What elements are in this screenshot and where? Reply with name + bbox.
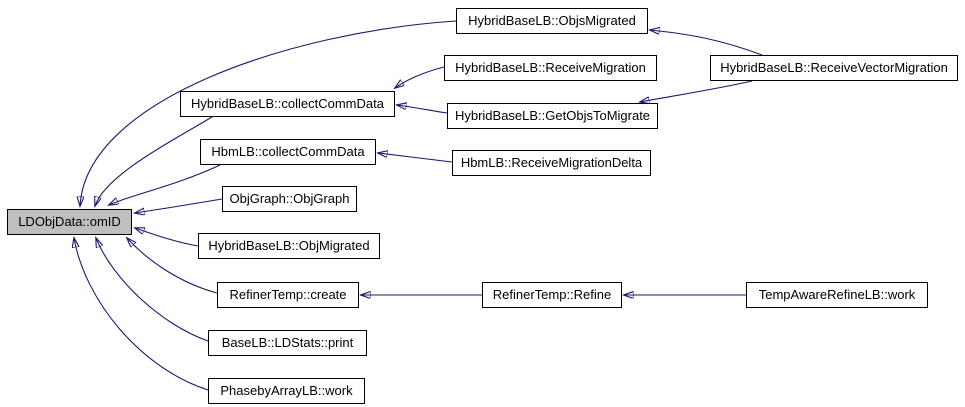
node-hbmlb-collectcommdata[interactable]: HbmLB::collectCommData	[200, 139, 376, 165]
node-hybridbaselb-objsmigrated[interactable]: HybridBaseLB::ObjsMigrated	[456, 8, 648, 34]
edge-hbmcollect-to-omid	[109, 164, 221, 205]
node-hybridbaselb-collectcommdata[interactable]: HybridBaseLB::collectCommData	[180, 91, 395, 117]
node-hybridbaselb-receivevectormigration[interactable]: HybridBaseLB::ReceiveVectorMigration	[710, 55, 958, 81]
node-hbmlb-receivemigrationdelta[interactable]: HbmLB::ReceiveMigrationDelta	[452, 150, 651, 176]
edge-delta-to-hbmcollect	[378, 153, 453, 163]
edge-getobjs-to-hybridcollect	[397, 105, 448, 114]
node-refinertemp-create[interactable]: RefinerTemp::create	[217, 282, 359, 308]
node-objgraph-objgraph[interactable]: ObjGraph::ObjGraph	[222, 186, 357, 212]
node-tempawarerefinelb-work[interactable]: TempAwareRefineLB::work	[746, 282, 928, 308]
edge-phasebywork-to-omid	[74, 238, 209, 391]
edge-objgraph-to-omid	[135, 198, 223, 213]
edge-receivevector-to-getobjs	[640, 80, 753, 102]
node-hybridbaselb-objmigrated[interactable]: HybridBaseLB::ObjMigrated	[198, 233, 380, 259]
edge-receivemigration-to-hybridcollect	[395, 66, 445, 88]
edge-receivevector-to-objsmigrated	[650, 30, 763, 56]
node-baselb-ldstats-print[interactable]: BaseLB::LDStats::print	[208, 330, 367, 356]
node-phasebyarraylb-work[interactable]: PhasebyArrayLB::work	[208, 378, 365, 404]
node-refinertemp-refine[interactable]: RefinerTemp::Refine	[482, 282, 622, 308]
node-hybridbaselb-receivemigration[interactable]: HybridBaseLB::ReceiveMigration	[444, 55, 657, 81]
edge-objmigrated-to-omid	[135, 228, 199, 247]
edge-print-to-omid	[96, 238, 209, 342]
edge-hybridcollect-to-omid	[95, 116, 213, 206]
node-ldobjdata-omid[interactable]: LDObjData::omID	[7, 209, 132, 235]
node-hybridbaselb-getobjstomigrate[interactable]: HybridBaseLB::GetObjsToMigrate	[447, 103, 658, 129]
